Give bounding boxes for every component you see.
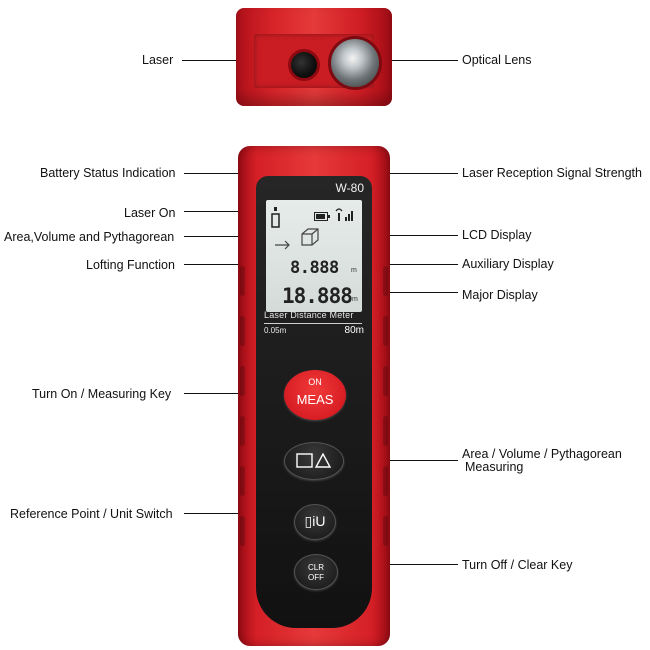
- range-min: 0.05m: [264, 326, 287, 335]
- front-panel: W-80: [256, 176, 372, 628]
- grip-ridge: [240, 416, 245, 446]
- meas-button[interactable]: ON MEAS: [284, 370, 346, 420]
- grip-ridge: [240, 316, 245, 346]
- reference-unit-label: ▯iU: [304, 513, 326, 529]
- label-battery-status: Battery Status Indication: [40, 166, 176, 180]
- device-head: [236, 8, 392, 106]
- leader-lcd-display: [352, 235, 458, 236]
- leader-auxiliary-display: [346, 264, 458, 265]
- head-plate: [254, 34, 382, 90]
- leader-turn-off-clear: [336, 564, 458, 565]
- leader-turn-on-measuring: [184, 393, 284, 394]
- grip-ridge: [383, 266, 388, 296]
- leader-laser-on: [184, 211, 282, 212]
- grip-ridge: [383, 316, 388, 346]
- leader-major-display: [346, 292, 458, 293]
- area-volume-icon: [301, 228, 319, 246]
- leader-lofting-function: [184, 264, 284, 265]
- label-area-volume-measuring-1: Area / Volume / Pythagorean: [462, 447, 622, 461]
- area-volume-button[interactable]: [284, 442, 344, 480]
- label-laser: Laser: [142, 53, 174, 67]
- device-caption: Laser Distance Meter: [264, 310, 354, 320]
- label-major-display: Major Display: [462, 288, 538, 302]
- label-laser-reception: Laser Reception Signal Strength: [462, 166, 642, 180]
- grip-ridge: [240, 466, 245, 496]
- laser-emitter-icon: [288, 49, 320, 81]
- range-max: 80m: [344, 325, 364, 336]
- device-body: W-80: [238, 146, 390, 646]
- leader-laser-reception: [352, 173, 458, 174]
- grip-ridge: [240, 266, 245, 296]
- label-optical-lens: Optical Lens: [462, 53, 532, 67]
- signal-strength-icon: [335, 208, 353, 221]
- on-label: ON: [308, 377, 322, 387]
- off-label: OFF: [308, 573, 324, 582]
- battery-icon: [314, 212, 330, 221]
- lofting-icon: [275, 240, 290, 250]
- grip-ridge: [383, 416, 388, 446]
- area-volume-shapes-icon: [296, 453, 332, 468]
- reference-unit-button[interactable]: ▯iU: [294, 504, 336, 540]
- label-turn-on-measuring: Turn On / Measuring Key: [32, 387, 172, 401]
- meas-label: MEAS: [296, 392, 334, 407]
- grip-ridge: [383, 366, 388, 396]
- optical-lens-icon: [328, 36, 382, 90]
- leader-area-volume-measuring: [346, 460, 458, 461]
- laser-on-icon: [271, 207, 280, 228]
- model-name: W-80: [335, 181, 364, 195]
- auxiliary-reading: 8.888: [290, 258, 339, 278]
- label-lofting-function: Lofting Function: [86, 258, 175, 272]
- grip-ridge: [240, 516, 245, 546]
- major-unit: m: [352, 296, 358, 303]
- grip-ridge: [240, 366, 245, 396]
- leader-laser: [182, 60, 284, 61]
- label-lcd-display: LCD Display: [462, 228, 532, 242]
- label-turn-off-clear: Turn Off / Clear Key: [462, 558, 573, 572]
- major-reading: 18.888: [282, 284, 353, 308]
- range-scale: [264, 323, 362, 324]
- label-auxiliary-display: Auxiliary Display: [462, 257, 554, 271]
- leader-optical-lens: [352, 60, 458, 61]
- label-area-volume-measuring-2: Measuring: [465, 460, 524, 474]
- leader-reference-point: [184, 513, 288, 514]
- label-reference-point: Reference Point / Unit Switch: [10, 507, 173, 521]
- grip-ridge: [383, 466, 388, 496]
- grip-ridge: [383, 516, 388, 546]
- clr-label: CLR: [307, 563, 324, 572]
- lcd-display: 8.888 m 18.888 m: [266, 200, 362, 312]
- label-laser-on: Laser On: [124, 206, 176, 220]
- label-area-volume-pyth: Area,Volume and Pythagorean: [4, 230, 175, 244]
- clear-off-button[interactable]: CLR OFF: [294, 554, 338, 590]
- aux-unit: m: [351, 267, 357, 274]
